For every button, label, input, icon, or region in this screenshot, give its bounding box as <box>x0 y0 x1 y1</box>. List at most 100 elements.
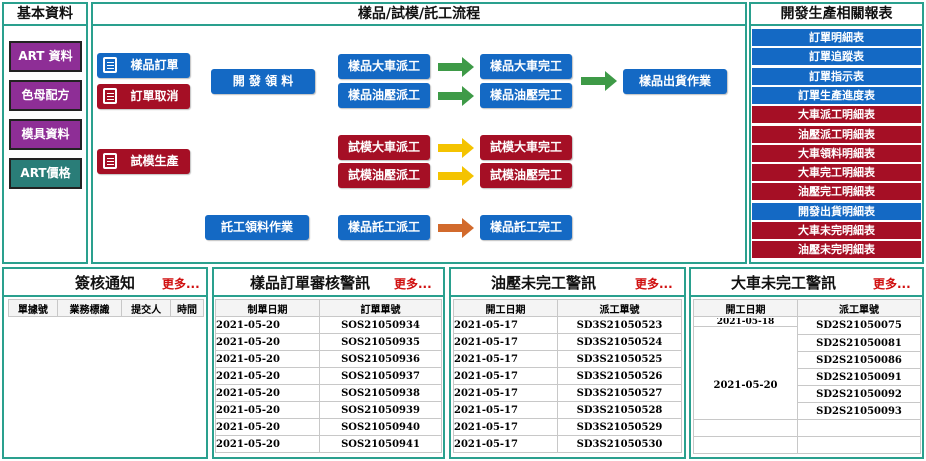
date-cell: 2021-05-20 <box>215 316 320 334</box>
car-unfinished-title-text: 大車未完工警訊 <box>731 274 837 292</box>
oil-unfinished-title: 油壓未完工警訊 <box>451 269 684 297</box>
car-unfinished-table: 開工日期 派工單號 2021-05-18 SD2S21050075 SD2S21… <box>693 299 921 454</box>
order-number-cell: SD3S21050526 <box>557 367 682 385</box>
report-item[interactable]: 開發出貨明細表 <box>752 202 921 220</box>
car-unfinished-title: 大車未完工警訊 <box>691 269 922 297</box>
table-row[interactable] <box>693 326 921 335</box>
order-number-cell: SD3S21050523 <box>557 316 682 334</box>
col-header: 業務標識 <box>56 299 123 317</box>
report-item[interactable]: 油壓未完明細表 <box>752 241 921 259</box>
empty-cell <box>693 419 798 437</box>
mold-data-button[interactable]: 模具資料 <box>9 119 82 150</box>
sample-ship-button[interactable]: 樣品出貨作業 <box>623 69 727 94</box>
report-item[interactable]: 訂單明細表 <box>752 29 921 46</box>
car-unfinished-panel: 大車未完工警訊 更多... 開工日期 派工單號 2021-05-18 SD2S2… <box>689 267 924 459</box>
oem-dispatch-button[interactable]: 樣品託工派工 <box>338 215 430 240</box>
sample-review-title: 樣品訂單審核警訊 <box>214 269 443 297</box>
green-arrow-icon <box>438 57 474 77</box>
date-cell: 2021-05-20 <box>215 384 320 402</box>
car-unfinished-more-link[interactable]: 更多... <box>873 277 911 291</box>
order-cell: SD2S21050092 <box>797 385 921 403</box>
sample-oil-dispatch-button[interactable]: 樣品油壓派工 <box>338 83 430 108</box>
start-date-cell: 2021-05-18 <box>693 316 798 327</box>
date-cell: 2021-05-17 <box>453 384 558 402</box>
oil-unfinished-more-link[interactable]: 更多... <box>635 277 673 291</box>
report-item[interactable]: 大車未完明細表 <box>752 222 921 239</box>
sample-order-button[interactable]: 樣品訂單 <box>97 53 190 78</box>
order-number-cell: SOS21050937 <box>319 367 442 385</box>
sample-order-label: 樣品訂單 <box>130 58 179 72</box>
green-arrow-icon <box>581 71 617 91</box>
order-number-cell: SD3S21050529 <box>557 418 682 436</box>
table-row[interactable] <box>693 436 921 454</box>
sample-review-title-text: 樣品訂單審核警訊 <box>250 274 371 292</box>
order-number-cell: SOS21050940 <box>319 418 442 436</box>
date-cell: 2021-05-20 <box>215 367 320 385</box>
dev-material-button[interactable]: 開 發 領 料 <box>211 69 315 94</box>
report-item[interactable]: 訂單追蹤表 <box>752 48 921 66</box>
clipboard-icon <box>103 153 117 169</box>
report-item[interactable]: 訂單生產進度表 <box>752 86 921 104</box>
table-row[interactable]: SD2S21050081 <box>693 334 921 352</box>
col-header: 時間 <box>169 299 205 317</box>
empty-cell <box>797 436 921 454</box>
report-item[interactable]: 大車完工明細表 <box>752 164 921 182</box>
order-number-cell: SD3S21050525 <box>557 350 682 368</box>
report-item[interactable]: 訂單指示表 <box>752 67 921 85</box>
table-row[interactable]: 2021-05-20 SD2S21050086 <box>693 351 921 420</box>
trial-production-button[interactable]: 試模生產 <box>97 149 190 174</box>
art-data-button[interactable]: ART 資料 <box>9 41 82 72</box>
order-number-cell: SOS21050941 <box>319 435 442 453</box>
report-item[interactable]: 油壓派工明細表 <box>752 125 921 143</box>
date-cell: 2021-05-17 <box>453 435 558 453</box>
oem-done-button[interactable]: 樣品託工完工 <box>480 215 572 240</box>
yellow-arrow-icon <box>438 138 474 158</box>
trial-oil-done-button[interactable]: 試模油壓完工 <box>480 163 572 188</box>
sample-review-more-link[interactable]: 更多... <box>394 277 432 291</box>
order-number-cell: SOS21050935 <box>319 333 442 351</box>
order-cell: SD2S21050091 <box>797 368 921 386</box>
report-item[interactable]: 大車派工明細表 <box>752 106 921 124</box>
sample-car-done-button[interactable]: 樣品大車完工 <box>480 54 572 79</box>
sample-car-dispatch-button[interactable]: 樣品大車派工 <box>338 54 430 79</box>
color-formula-button[interactable]: 色母配方 <box>9 80 82 111</box>
report-item[interactable]: 油壓完工明細表 <box>752 183 921 201</box>
date-cell: 2021-05-20 <box>215 333 320 351</box>
order-number-cell: SOS21050934 <box>319 316 442 334</box>
trial-oil-dispatch-button[interactable]: 試模油壓派工 <box>338 163 430 188</box>
oem-material-button[interactable]: 託工領料作業 <box>205 215 309 240</box>
start-date-cell <box>693 334 798 352</box>
sign-notice-more-link[interactable]: 更多... <box>162 277 200 291</box>
table-row[interactable] <box>693 419 921 437</box>
cancel-order-button[interactable]: 訂單取消 <box>97 84 190 109</box>
table-row[interactable]: 2021-05-18 SD2S21050075 <box>693 316 921 335</box>
report-item[interactable]: 大車領料明細表 <box>752 144 921 162</box>
sample-oil-done-button[interactable]: 樣品油壓完工 <box>480 83 572 108</box>
trial-car-done-button[interactable]: 試模大車完工 <box>480 135 572 160</box>
reports-title: 開發生產相關報表 <box>751 4 922 26</box>
col-header: 單據號 <box>8 299 58 317</box>
art-price-button[interactable]: ART價格 <box>9 158 82 189</box>
green-arrow-icon <box>438 86 474 106</box>
date-cell: 2021-05-20 <box>215 401 320 419</box>
date-cell: 2021-05-17 <box>453 333 558 351</box>
yellow-arrow-icon <box>438 166 474 186</box>
trial-car-dispatch-button[interactable]: 試模大車派工 <box>338 135 430 160</box>
order-number-cell: SD3S21050530 <box>557 435 682 453</box>
